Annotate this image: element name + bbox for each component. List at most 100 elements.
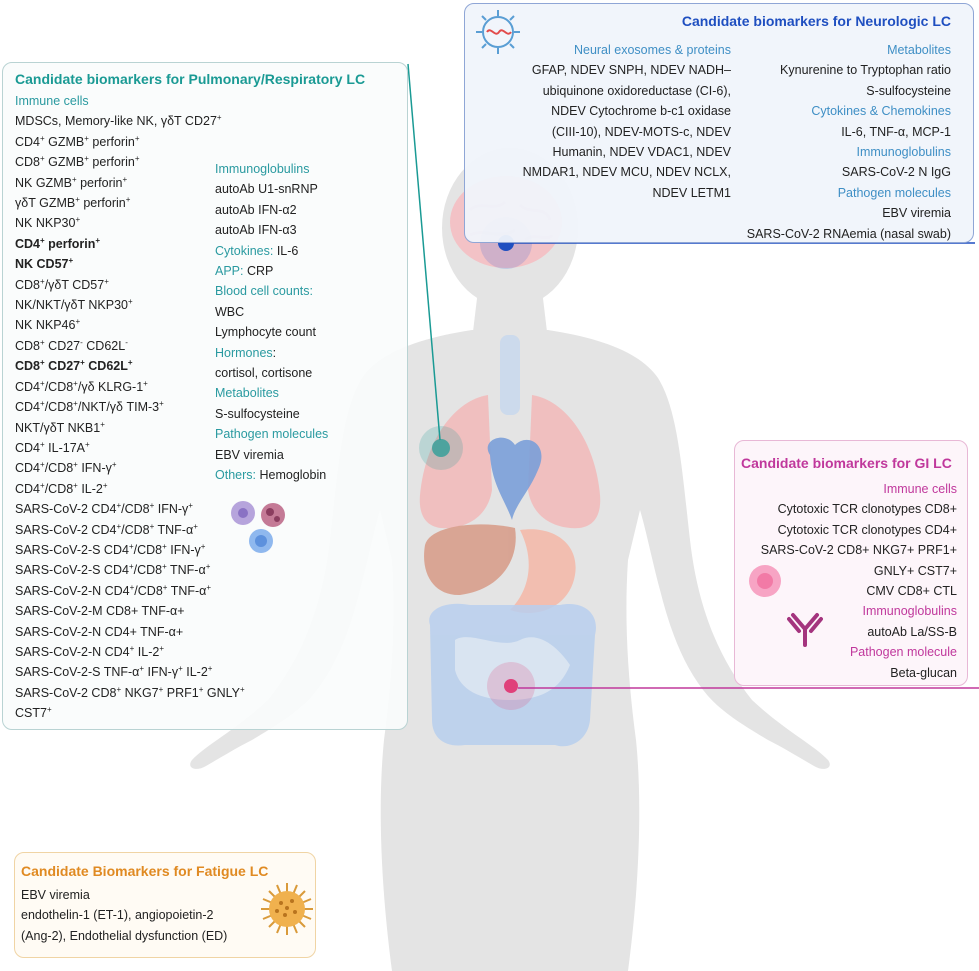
neuro-title: Candidate biomarkers for Neurologic LC	[681, 13, 951, 29]
antibody-icon	[787, 613, 823, 647]
pulmonary-immune-item: SARS-CoV-2-S TNF-α+ IFN-γ+ IL-2+	[15, 664, 213, 680]
neuro-left-item-text: NDEV LETM1	[652, 185, 732, 200]
gi-marker	[504, 679, 518, 693]
neuro-right-item: S-sulfocysteine	[747, 81, 951, 101]
pulmonary-right-item: Blood cell counts:	[215, 281, 328, 301]
neuro-left-item: ubiquinone oxidoreductase (CI-6),	[523, 81, 731, 101]
pulmonary-immune-item: NK CD57+	[15, 256, 74, 272]
lungs	[419, 395, 601, 529]
pulmonary-right-item: autoAb U1-snRNP	[215, 179, 328, 199]
pulmonary-immune-item: CD4+/CD8+/γδ KLRG-1+	[15, 378, 148, 394]
gi-item: Cytotoxic TCR clonotypes CD4+	[761, 520, 957, 540]
gi-item: Beta-glucan	[761, 663, 957, 683]
neuro-left-item-text: ubiquinone oxidoreductase (CI-6),	[542, 83, 731, 98]
pulmonary-right-item: APP: CRP	[215, 261, 328, 281]
pulmonary-connector	[407, 63, 441, 441]
neuro-right-item-heading: Metabolites	[887, 43, 951, 57]
pulmonary-right-item: Hormones:	[215, 343, 328, 363]
neuro-left-item-text: Humanin, NDEV VDAC1, NDEV	[552, 145, 731, 160]
pulmonary-right-item-text: :	[272, 345, 277, 360]
pulmonary-right-item-text: autoAb IFN-α3	[215, 223, 297, 238]
pulmonary-immune-list: MDSCs, Memory-like NK, γδT CD27+ CD4+ GZM…	[15, 111, 245, 723]
pulmonary-right-item-text: Lymphocyte count	[215, 325, 316, 340]
pulmonary-right-item-text: CRP	[243, 264, 274, 279]
neuro-right-item: IL-6, TNF-α, MCP-1	[747, 122, 951, 142]
neuro-right-item: Cytokines & Chemokines	[747, 101, 951, 121]
pulmonary-right-item-text: IL-6	[273, 243, 299, 258]
fatigue-line: EBV viremia	[21, 888, 90, 902]
neuro-right-item-text: SARS-CoV-2 RNAemia (nasal swab)	[746, 226, 951, 241]
neuro-left-item-text: GFAP, NDEV SNPH, NDEV NADH–	[531, 63, 731, 78]
neuro-panel: Candidate biomarkers for Neurologic LC N…	[464, 3, 974, 243]
gi-item-heading: Immune cells	[883, 482, 957, 496]
fatigue-line: endothelin-1 (ET-1), angiopoietin-2	[21, 908, 214, 923]
neuro-right-item-text: EBV viremia	[882, 206, 951, 221]
pulmonary-right-item-heading: Metabolites	[215, 386, 279, 401]
intestines	[429, 603, 596, 747]
neuro-right-item: Immunoglobulins	[747, 142, 952, 162]
pulmonary-immune-item: MDSCs, Memory-like NK, γδT CD27+	[15, 113, 222, 129]
neuro-left-item: NMDAR1, NDEV MCU, NDEV NCLX,	[523, 162, 731, 182]
liver-stomach	[424, 524, 576, 614]
pulmonary-immune-heading: Immune cells	[15, 94, 89, 108]
trachea	[500, 335, 520, 415]
gi-item: Pathogen molecule	[761, 642, 957, 662]
pulmonary-right-item: Immunoglobulins	[215, 159, 328, 179]
virus-icon	[476, 10, 520, 54]
pulmonary-right-item-text: autoAb U1-snRNP	[215, 182, 318, 197]
gi-item: GNLY+ CST7+	[761, 561, 957, 581]
neuro-right-item: Metabolites	[747, 40, 951, 60]
neuro-left-item-text: (CIII-10), NDEV-MOTS-c, NDEV	[551, 124, 731, 139]
pulmonary-immune-item: CD4+/CD8+ IFN-γ+	[15, 460, 117, 476]
pulmonary-right-item: Lymphocyte count	[215, 322, 328, 342]
pulmonary-right-item-text: S-sulfocysteine	[215, 406, 300, 421]
pulmonary-immune-item: CST7+	[15, 705, 52, 721]
pulmonary-right-item: WBC	[215, 302, 328, 322]
pulmonary-right-item-heading: Immunoglobulins	[215, 162, 310, 176]
immune-cells-icon	[231, 501, 285, 553]
neuro-right-item-text: IL-6, TNF-α, MCP-1	[841, 124, 951, 139]
pulmonary-immune-item: SARS-CoV-2-M CD8+ TNF-α+	[15, 604, 185, 619]
gi-item-text: Beta-glucan	[890, 665, 957, 680]
pulmonary-right-item: Others: Hemoglobin	[215, 465, 328, 485]
pulmonary-immune-item: CD4+ GZMB+ perforin+	[15, 133, 140, 149]
neuro-left-item: Humanin, NDEV VDAC1, NDEV	[523, 142, 731, 162]
gi-item: Immunoglobulins	[761, 601, 958, 621]
pulmonary-right-item-heading: Pathogen molecules	[215, 427, 329, 442]
pulmonary-immune-item: NKT/γδT NKB1+	[15, 419, 105, 435]
pulmonary-right-item-text: autoAb IFN-α2	[215, 202, 297, 217]
neuro-left-item-text: NDEV Cytochrome b-c1 oxidase	[551, 104, 731, 119]
neuro-right-item-heading: Pathogen molecules	[837, 185, 951, 200]
pulmonary-right-item: autoAb IFN-α2	[215, 200, 328, 220]
pulmonary-immune-item: CD8+ CD27+ CD62L+	[15, 358, 133, 374]
neuro-right-item-text: SARS-CoV-2 N IgG	[841, 165, 951, 180]
pulmonary-immune-item: CD4+/CD8+ IL-2+	[15, 480, 108, 496]
gi-item: CMV CD8+ CTL	[761, 581, 957, 601]
pulmonary-right-item: EBV viremia	[215, 445, 328, 465]
neuro-left-item: GFAP, NDEV SNPH, NDEV NADH–	[523, 60, 731, 80]
pulmonary-immune-item: SARS-CoV-2-N CD4+ TNF-α+	[15, 624, 184, 639]
gi-item-text: GNLY+ CST7+	[873, 563, 957, 578]
pulmonary-right-item-text: Hemoglobin	[256, 468, 327, 483]
neuro-right-item: SARS-CoV-2 N IgG	[747, 162, 951, 182]
neuro-right-item-text: Kynurenine to Tryptophan ratio	[780, 63, 951, 78]
fatigue-line: (Ang-2), Endothelial dysfunction (ED)	[21, 928, 228, 943]
pulmonary-right-item-heading: APP:	[215, 264, 244, 279]
gi-item: Immune cells	[761, 479, 957, 499]
pulmonary-right-item: Cytokines: IL-6	[215, 241, 328, 261]
pulmonary-right-item-heading: Hormones	[215, 345, 273, 360]
pulmonary-right-item: Pathogen molecules	[215, 424, 328, 444]
gi-title: Candidate biomarkers for GI LC	[741, 455, 952, 471]
neuro-right-item: EBV viremia	[747, 203, 951, 223]
pulmonary-right-item: Metabolites	[215, 383, 328, 403]
gi-item: Cytotoxic TCR clonotypes CD8+	[761, 499, 957, 519]
pulmonary-immune-item: NK/NKT/γδT NKP30+	[15, 296, 133, 313]
neuro-left-item-heading: Neural exosomes & proteins	[573, 43, 731, 57]
pulmonary-immune-item: SARS-CoV-2 CD4+/CD8+ IFN-γ+	[15, 500, 193, 517]
pulmonary-immune-item: NK NKP46+	[15, 317, 81, 333]
pulmonary-immune-item: SARS-CoV-2 CD8+ NKG7+ PRF1+ GNLY+	[15, 684, 245, 700]
gi-item-text: Cytotoxic TCR clonotypes CD4+	[777, 522, 957, 537]
